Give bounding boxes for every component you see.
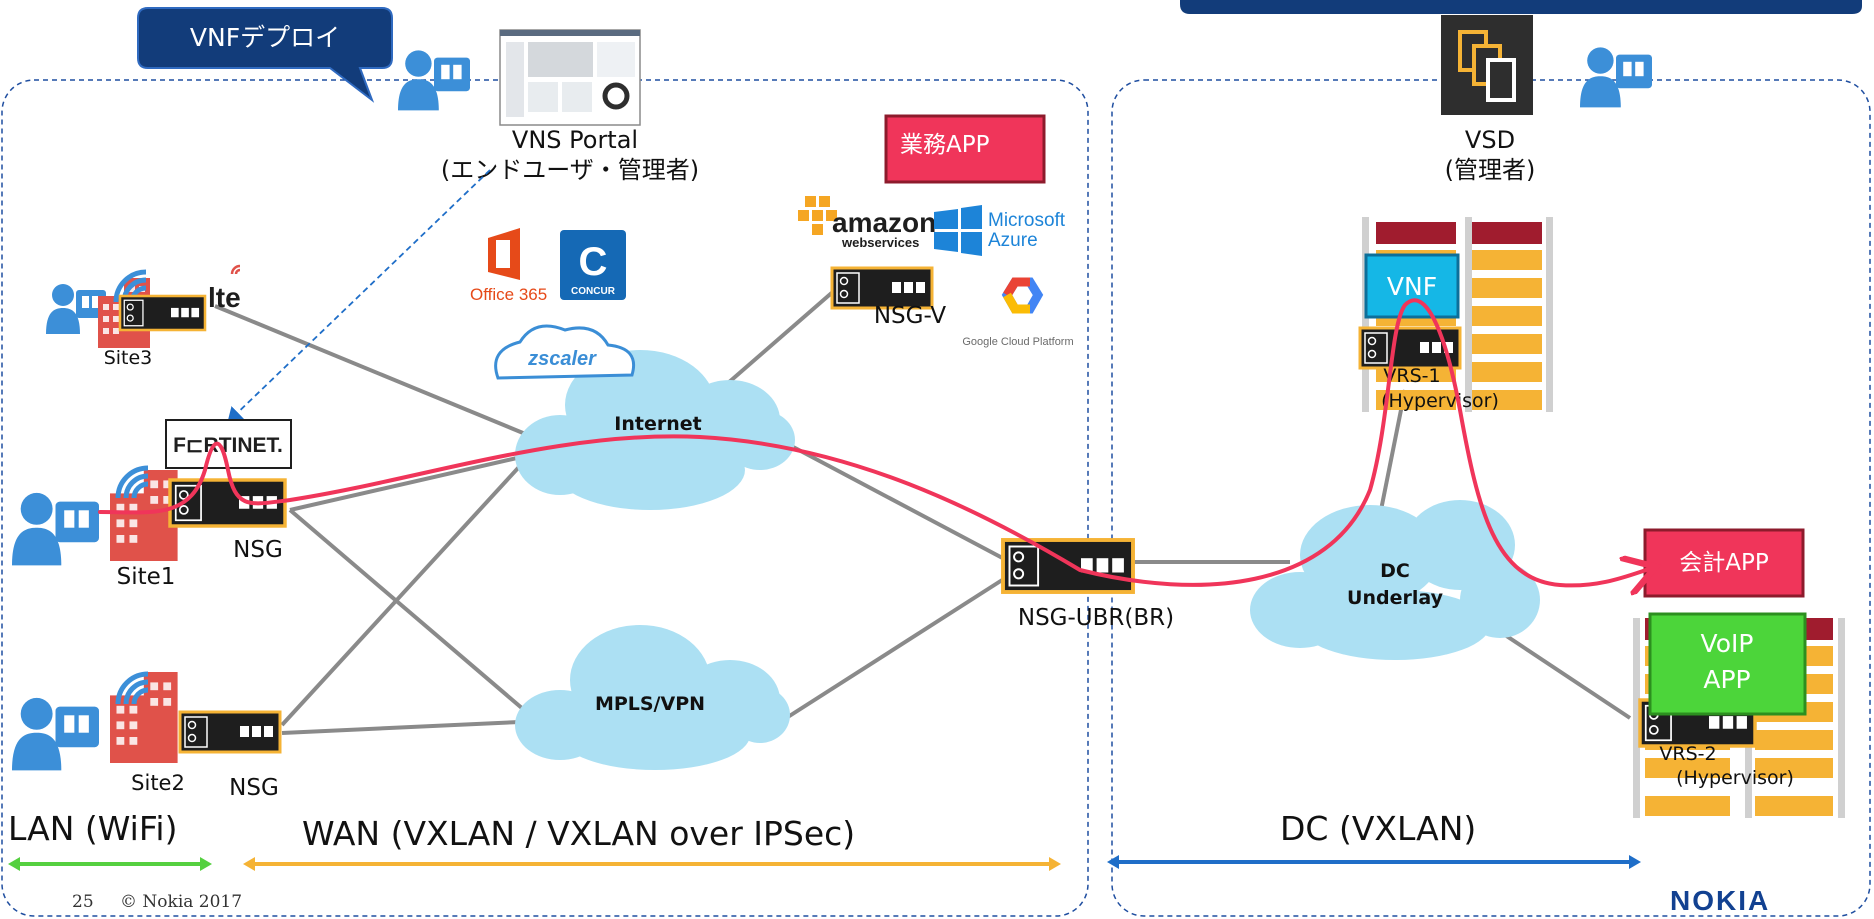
kaikei-app-box: 会計APP (1643, 528, 1805, 598)
aws-logo: amazon webservices (798, 196, 936, 250)
mpls-label: MPLS/VPN (595, 693, 705, 715)
nsg1-label: NSG (233, 537, 283, 563)
vnf-deploy-label: VNFデプロイ (190, 23, 340, 52)
site2-label: Site2 (131, 771, 185, 795)
dc-underlay-cloud (1250, 500, 1540, 660)
nsg2-label: NSG (229, 775, 279, 801)
vrs2-label-line2: (Hypervisor) (1676, 767, 1794, 789)
svg-text:Office 365: Office 365 (470, 285, 547, 304)
svg-text:業務APP: 業務APP (900, 132, 990, 158)
nsg-ubr-device (1001, 538, 1135, 594)
svg-text:Azure: Azure (988, 230, 1038, 251)
svg-text:webservices: webservices (841, 235, 919, 250)
site2-building-icon (109, 672, 178, 763)
nsg-v-device (830, 266, 934, 310)
vsd-icon (1441, 15, 1533, 115)
svg-text:zscaler: zscaler (527, 348, 597, 370)
svg-text:C: C (579, 240, 608, 284)
dc-arrow (1107, 855, 1641, 869)
svg-text:F⊏RTINET.: F⊏RTINET. (173, 434, 283, 457)
vrs1-label-line2: (Hypervisor) (1381, 390, 1499, 412)
dc-zone-label: DC (VXLAN) (1280, 809, 1476, 848)
portal-to-fortinet-arrow (227, 169, 491, 423)
svg-text:VNF: VNF (1387, 272, 1437, 301)
site3-user-icon (46, 284, 106, 334)
vsd-name: VSD (1465, 126, 1515, 154)
site3-label: Site3 (104, 347, 153, 369)
wan-zone-outline (1, 79, 1089, 917)
fortinet-logo: F⊏RTINET. (165, 419, 292, 469)
lan-arrow (8, 857, 212, 871)
voip-app-box: VoIP APP (1648, 612, 1807, 716)
zscaler-logo: zscaler (494, 324, 635, 380)
svg-text:会計APP: 会計APP (1679, 550, 1769, 576)
dc-label-line2: Underlay (1347, 587, 1444, 609)
gyomu-app-box: 業務APP (884, 114, 1046, 184)
page-number: 25 (72, 892, 94, 912)
traffic-flow-path (98, 298, 1652, 585)
portal-name: VNS Portal (512, 126, 638, 154)
svg-text:amazon: amazon (832, 207, 936, 238)
vsd-user-icon (1580, 47, 1652, 108)
lte-icon: lte (208, 264, 241, 313)
svg-text:VoIP: VoIP (1701, 629, 1754, 658)
network-links (214, 288, 1632, 735)
nsg-ubr-label: NSG-UBR(BR) (1018, 605, 1174, 631)
site1-label: Site1 (117, 564, 176, 590)
svg-text:CONCUR: CONCUR (571, 286, 616, 297)
office365-logo: Office 365 (470, 228, 547, 304)
dc-zone-outline (1111, 79, 1871, 917)
copyright: © Nokia 2017 (120, 892, 242, 912)
vns-portal-screenshot (499, 29, 641, 126)
site2-nsg-device (178, 710, 282, 754)
svg-text:lte: lte (208, 282, 241, 313)
portal-role: (エンドユーザ・管理者) (441, 156, 699, 184)
azure-logo: Microsoft Azure (934, 205, 1066, 256)
vrs1-label-line1: VRS-1 (1383, 365, 1440, 387)
wan-arrow (243, 857, 1061, 871)
lan-zone-label: LAN (WiFi) (8, 809, 177, 848)
svg-text:Microsoft: Microsoft (988, 210, 1066, 231)
site1-user-icon (11, 492, 99, 566)
vnf-box: VNF (1364, 253, 1460, 319)
site3-nsg-device (118, 294, 207, 332)
dc-label-line1: DC (1380, 560, 1410, 582)
site2-user-icon (11, 697, 99, 771)
wan-zone-label: WAN (VXLAN / VXLAN over IPSec) (302, 814, 855, 853)
internet-label: Internet (614, 413, 701, 435)
vrs2-label-line1: VRS-2 (1659, 743, 1716, 765)
nsg-v-label: NSG-V (874, 303, 947, 329)
concur-logo: C CONCUR (560, 230, 626, 300)
nokia-logo: NOKIA (1670, 885, 1770, 916)
vnf-deploy-callout: VNFデプロイ (137, 7, 393, 103)
svg-text:APP: APP (1703, 665, 1750, 694)
mpls-cloud (515, 625, 790, 770)
svg-text:Google Cloud Platform: Google Cloud Platform (962, 336, 1073, 348)
title-banner (1180, 0, 1862, 14)
vsd-role: (管理者) (1445, 156, 1536, 184)
internet-cloud (515, 350, 795, 510)
google-cloud-logo: Google Cloud Platform (962, 277, 1074, 348)
